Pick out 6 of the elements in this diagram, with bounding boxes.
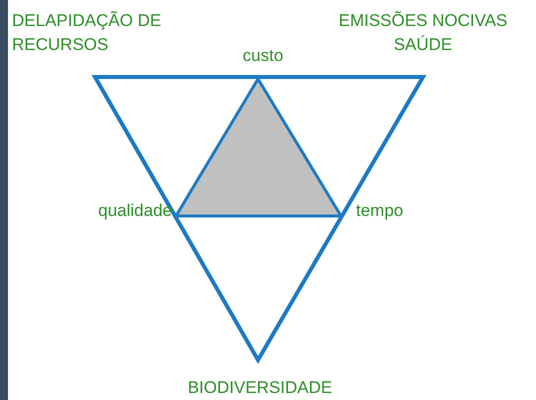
label-text: custo [242,45,284,67]
label-text: qualidade [97,200,172,222]
label-text: tempo [356,200,404,222]
label-text: BIODIVERSIDADE [186,377,334,399]
label-text: EMISSÕES NOCIVAS SAÚDE [338,10,508,56]
label-text: DELAPIDAÇÃO DE RECURSOS [12,10,162,56]
